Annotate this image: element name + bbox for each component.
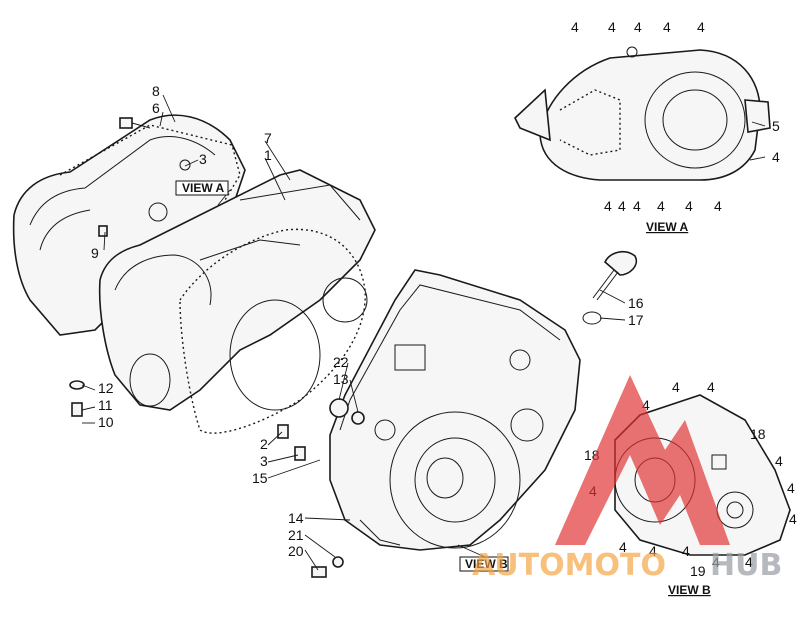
callout-9: 9: [91, 245, 99, 261]
view-b-tag: VIEW B: [465, 557, 508, 571]
view-a-callout-4-b6: 4: [714, 198, 722, 214]
view-b-callout-4-b4: 4: [712, 554, 720, 570]
view-b-callout-4-r2: 4: [787, 480, 795, 496]
view-a-callout-4-b2: 4: [618, 198, 626, 214]
watermark-triangle-icon: [555, 375, 730, 545]
view-b-callout-4-b2: 4: [649, 543, 657, 559]
view-b-pointer: VIEW B: [459, 556, 509, 572]
callout-3-top: 3: [199, 151, 207, 167]
view-a-callout-4-1: 4: [571, 19, 579, 35]
callout-16: 16: [628, 295, 644, 311]
outer-clutch-cover: [12, 114, 246, 336]
bolt-10: [71, 402, 83, 417]
bolt-9: [98, 225, 108, 237]
callout-11: 11: [98, 397, 113, 413]
view-a-pointer: VIEW A: [175, 180, 229, 196]
view-a-callout-5: 5: [772, 118, 780, 134]
callout-21: 21: [288, 527, 304, 543]
view-a-title: VIEW A: [646, 220, 689, 234]
view-a-callout-4-5: 4: [697, 19, 705, 35]
washer-12: [69, 380, 85, 390]
view-b-callout-19: 19: [690, 563, 706, 579]
view-a-callout-4-2: 4: [608, 19, 616, 35]
view-a-drawing: [514, 46, 771, 181]
watermark-text-right: HUB: [710, 548, 782, 583]
callout-6: 6: [152, 100, 160, 116]
dowel-2: [277, 424, 289, 439]
watermark-logo: AUTOMOTO HUB: [472, 375, 782, 583]
view-a-callout-4-right: 4: [772, 149, 780, 165]
callout-20: 20: [288, 543, 304, 559]
view-b-callout-4-t2: 4: [707, 379, 715, 395]
view-a-callout-4-3: 4: [634, 19, 642, 35]
callouts-main: 8 6 3 7 1 9 12 11 10 22 13 2 3 15 14 21 …: [91, 83, 644, 559]
callout-17: 17: [628, 312, 644, 328]
washer-21: [332, 556, 344, 568]
engine-side-cover: [329, 269, 581, 551]
callout-1: 1: [264, 147, 272, 163]
callout-14: 14: [288, 510, 304, 526]
callout-10: 10: [98, 414, 114, 430]
view-b-callout-4-b3: 4: [682, 543, 690, 559]
callout-2: 2: [260, 436, 268, 452]
cover-gasket: [179, 228, 368, 434]
view-b-callout-4-b1: 4: [619, 539, 627, 555]
view-b-title: VIEW B: [668, 583, 711, 597]
watermark-text-left: AUTOMOTO: [472, 548, 666, 583]
view-a-callout-4-b5: 4: [685, 198, 693, 214]
oring-13: [351, 411, 365, 425]
callout-13: 13: [333, 371, 349, 387]
view-b-callout-4-r3: 4: [789, 511, 797, 527]
dowel-3: [294, 446, 306, 461]
view-b-callout-4-t3: 4: [642, 397, 650, 413]
bolt-8: [119, 117, 151, 129]
callout-12: 12: [98, 380, 114, 396]
callouts-view-a: 4 4 4 4 4 5 4 4 4 4 4 4 4: [571, 19, 780, 214]
view-a-callout-4-b3: 4: [633, 198, 641, 214]
view-b-callout-18-right: 18: [750, 426, 766, 442]
callout-8: 8: [152, 83, 160, 99]
callout-22: 22: [333, 354, 349, 370]
dipstick: [582, 250, 638, 325]
plug-22: [329, 398, 349, 418]
view-a-callout-4-b1: 4: [604, 198, 612, 214]
view-b-callout-4-t1: 4: [672, 379, 680, 395]
callout-3-bottom: 3: [260, 453, 268, 469]
view-a-callout-4-4: 4: [663, 19, 671, 35]
callout-7: 7: [264, 130, 272, 146]
view-a-tag: VIEW A: [182, 181, 225, 195]
view-a-callout-4-b4: 4: [657, 198, 665, 214]
callout-15: 15: [252, 470, 268, 486]
view-b-callout-4-b5: 4: [745, 554, 753, 570]
leader-lines: [81, 94, 766, 571]
view-b-callout-4-r1: 4: [775, 453, 783, 469]
drain-bolt-20: [311, 566, 327, 578]
